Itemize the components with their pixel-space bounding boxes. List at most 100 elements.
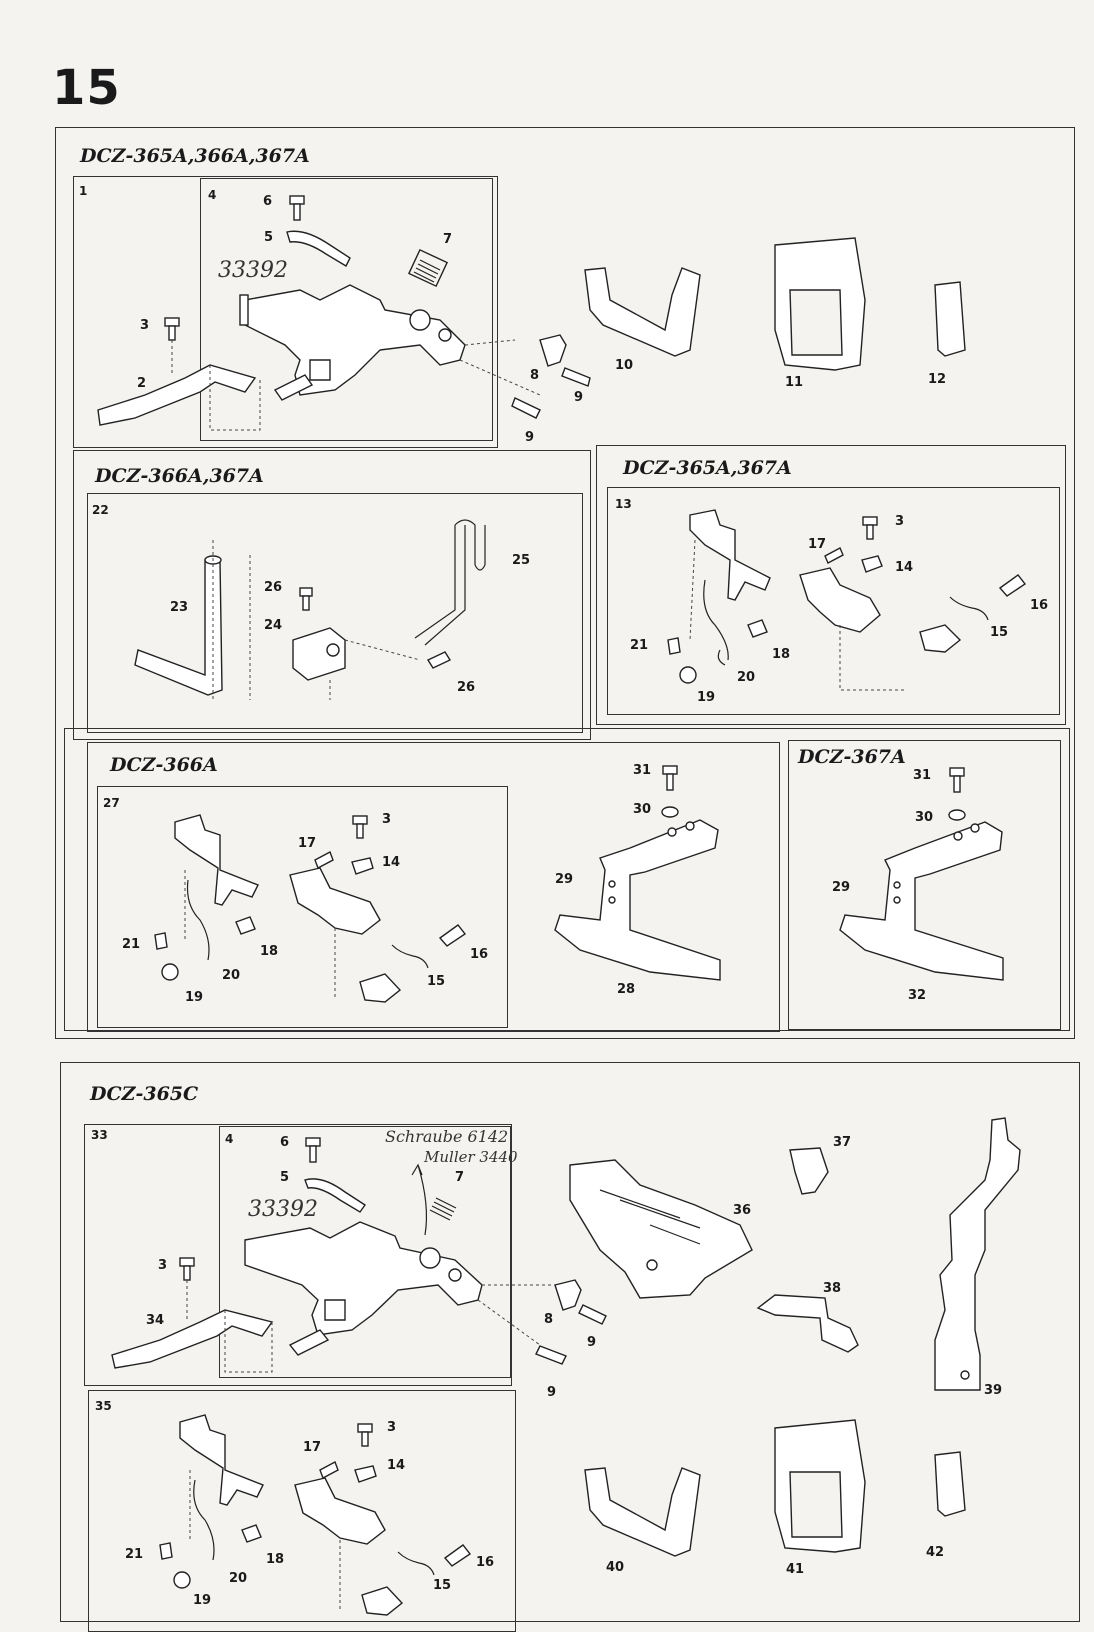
callout: 23 (170, 600, 189, 615)
callout: 36 (733, 1203, 752, 1218)
nut-19-f (173, 1571, 191, 1589)
group-number: 4 (225, 1132, 234, 1146)
callout: 30 (633, 802, 652, 817)
callout: 38 (823, 1281, 842, 1296)
screw-21-d (154, 932, 168, 950)
washer-30-d (661, 806, 679, 818)
callout: 15 (990, 625, 1009, 640)
screw-9-a1 (561, 367, 591, 387)
rod-23 (134, 559, 223, 696)
presser-foot-32 (839, 821, 1004, 981)
screw-6-a (289, 195, 305, 221)
part-39 (934, 1117, 1021, 1391)
section-d-title: DCZ-366A (110, 754, 218, 776)
part-2 (97, 364, 257, 426)
callout: 37 (833, 1135, 852, 1150)
callout: 16 (470, 947, 489, 962)
callout: 19 (697, 690, 716, 705)
callout: 9 (574, 390, 584, 405)
screw-9-f1 (578, 1304, 607, 1325)
callout: 3 (387, 1420, 397, 1435)
callout: 41 (786, 1562, 805, 1577)
callout: 16 (476, 1555, 495, 1570)
callout: 3 (382, 812, 392, 827)
screw-31-e (949, 767, 965, 793)
callout: 7 (443, 232, 453, 247)
callout: 29 (832, 880, 851, 895)
presser-foot-28 (554, 819, 721, 981)
section-f-title: DCZ-365C (90, 1083, 199, 1105)
part-8-a (539, 334, 567, 367)
part-38 (756, 1294, 859, 1353)
screw-31-d (662, 765, 678, 791)
callout: 18 (266, 1552, 285, 1567)
callout: 17 (808, 537, 827, 552)
screw-16-f (443, 1544, 472, 1567)
callout: 42 (926, 1545, 945, 1560)
group-number: 27 (103, 796, 120, 810)
handwritten-note-line1: Schraube 6142 (385, 1127, 509, 1146)
callout: 19 (185, 990, 204, 1005)
callout: 19 (193, 1593, 212, 1608)
part-18-c (747, 619, 768, 638)
group-number: 22 (92, 503, 109, 517)
screw-26-b2 (426, 651, 452, 669)
callout: 21 (630, 638, 649, 653)
presser-d (289, 867, 381, 935)
callout: 15 (433, 1578, 452, 1593)
section-f-group-4-frame (219, 1126, 511, 1378)
section-c-title: DCZ-365A,367A (623, 457, 792, 479)
callout: 5 (280, 1170, 290, 1185)
screw-21-c (667, 637, 681, 655)
section-b-group-22-frame (87, 493, 583, 733)
note-arrow (411, 1163, 428, 1236)
lower-frame (60, 1062, 1080, 1622)
callout: 32 (908, 988, 927, 1003)
page-number: 15 (52, 60, 121, 116)
section-c-outer-frame (596, 445, 1066, 725)
callout: 21 (122, 937, 141, 952)
handwritten-ref-f: 33392 (248, 1197, 318, 1222)
callout: 9 (547, 1385, 557, 1400)
part-18-d (235, 916, 256, 935)
callout: 14 (382, 855, 401, 870)
feed-dog-40 (584, 1467, 701, 1557)
callout: 25 (512, 553, 531, 568)
section-f-group-33-frame (84, 1124, 512, 1386)
callout: 6 (263, 194, 273, 209)
callout: 20 (222, 968, 241, 983)
screw-3-a (164, 317, 180, 341)
pin-17-c (824, 547, 844, 564)
washer-30-e (948, 809, 966, 821)
callout: 29 (555, 872, 574, 887)
callout: 20 (229, 1571, 248, 1586)
screw-21-f (159, 1542, 173, 1560)
callout: 8 (530, 368, 540, 383)
spring-plate-f (304, 1178, 366, 1213)
callout: 40 (606, 1560, 625, 1575)
callout: 31 (633, 763, 652, 778)
feed-dog-10 (584, 267, 701, 357)
screw-9-f2 (535, 1345, 567, 1365)
screw-3-c (862, 516, 878, 540)
section-a-title: DCZ-365A,366A,367A (80, 145, 310, 167)
section-b-frame (73, 450, 591, 740)
callout: 18 (772, 647, 791, 662)
feed-bar-assembly-f (244, 1221, 483, 1356)
callout: 21 (125, 1547, 144, 1562)
guide-d (359, 973, 402, 1003)
callout: 28 (617, 982, 636, 997)
callout: 20 (737, 670, 756, 685)
section-a-group-1-frame (73, 176, 498, 448)
callout: 5 (264, 230, 274, 245)
screw-3-f2 (357, 1423, 373, 1447)
screw-3-d (352, 815, 368, 839)
callout: 39 (984, 1383, 1003, 1398)
section-d-group-27-frame (97, 786, 508, 1028)
section-b-title: DCZ-366A,367A (95, 465, 264, 487)
bracket-35 (179, 1414, 264, 1506)
bracket-27 (174, 814, 259, 906)
callout: 17 (303, 1440, 322, 1455)
part-34 (111, 1309, 274, 1369)
